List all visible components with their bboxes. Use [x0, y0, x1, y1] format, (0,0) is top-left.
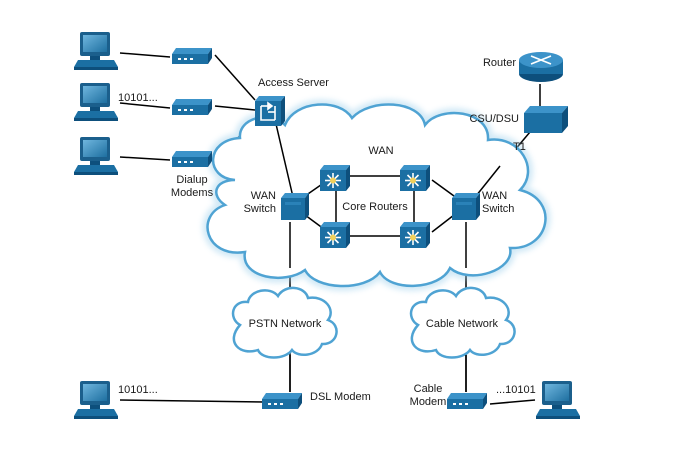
pc-icon[interactable] [74, 137, 118, 175]
access-server-icon[interactable] [255, 96, 285, 126]
cable-network-label: Cable Network [426, 318, 499, 330]
cloud-through-links [289, 355, 467, 392]
dialup-label-1: Dialup [176, 174, 207, 186]
cable-cloud [409, 286, 516, 359]
dsl-modem-label: DSL Modem [310, 391, 371, 403]
link-pc3-modem [119, 156, 171, 161]
modem-icon[interactable] [172, 48, 212, 64]
core-router-icon[interactable] [319, 221, 351, 249]
pc-icon[interactable] [74, 83, 118, 121]
data-stream-dsl-label: 10101... [118, 384, 158, 396]
core-router-icon[interactable] [319, 164, 351, 192]
link-cablemodem-pc5 [489, 399, 536, 405]
link-modem2-accessserver [214, 105, 256, 111]
link-pc1-modem [119, 52, 171, 58]
cable-modem-label-1: Cable [414, 383, 443, 395]
link-modem1-accessserver [214, 54, 256, 101]
wan-switch-icon[interactable] [281, 193, 309, 220]
modem-icon[interactable] [172, 99, 212, 115]
link-core2-wsr-inner [431, 179, 455, 197]
wan-switch-left-label-2: Switch [244, 203, 276, 215]
core-router-icon[interactable] [399, 164, 431, 192]
csu-dsu-label: CSU/DSU [469, 113, 519, 125]
modem-icon[interactable] [262, 393, 302, 409]
pc-icon[interactable] [74, 32, 118, 70]
core-router-icon[interactable] [399, 221, 431, 249]
link-wsr-csudsu-inner [475, 165, 501, 197]
core-routers-label: Core Routers [342, 201, 408, 213]
modem-icon[interactable] [172, 151, 212, 167]
wan-switch-icon[interactable] [452, 193, 480, 220]
router-icon[interactable] [519, 52, 563, 82]
dialup-label-2: Modems [171, 187, 214, 199]
csu-dsu-icon[interactable] [524, 106, 568, 133]
pc-icon[interactable] [74, 381, 118, 419]
link-accessserver-wanswitch-inner [275, 123, 294, 198]
wan-switch-right-label-1: WAN [482, 190, 507, 202]
access-server-label: Access Server [258, 77, 329, 89]
data-stream-cable-label: ...10101 [496, 384, 536, 396]
wan-cloud [202, 99, 551, 291]
t1-label: T1 [513, 141, 526, 153]
data-stream-pc2-label: 10101... [118, 92, 158, 104]
pstn-cloud [231, 286, 338, 359]
link-pc2-modem [119, 102, 171, 109]
pc-icon[interactable] [536, 381, 580, 419]
wan-label: WAN [368, 145, 393, 157]
inner-links [275, 123, 501, 268]
cable-modem-label-2: Modem [410, 396, 447, 408]
pstn-network-label: PSTN Network [249, 318, 322, 330]
link-pc4-dslmodem [119, 399, 266, 403]
wan-switch-left-label-1: WAN [251, 190, 276, 202]
link-core4-wsr-inner [431, 214, 455, 233]
wan-switch-right-label-2: Switch [482, 203, 514, 215]
router-label: Router [483, 57, 516, 69]
modem-icon[interactable] [447, 393, 487, 409]
